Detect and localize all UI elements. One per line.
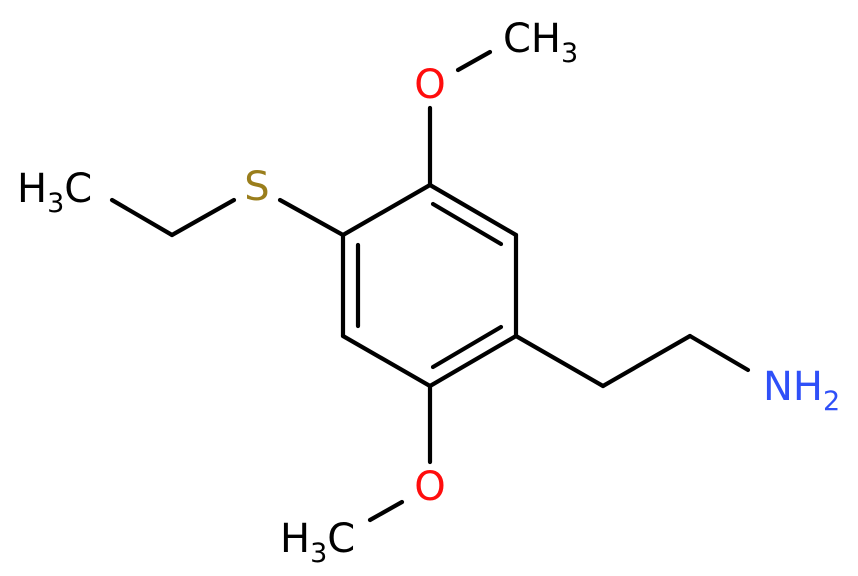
bond-o-ch3-bottom [367,499,405,523]
ring-bond-top-right-inner [430,201,504,247]
ring-bond-bottom-left [340,333,433,389]
methyl-bottom-label: H3C [280,516,355,569]
bond-ring-s [277,197,346,238]
bond-ch2-ch3 [109,197,175,238]
ring-bond-top-left [340,182,433,238]
sulfur-label: S [244,164,269,210]
bond-s-ch2 [169,197,237,238]
ethyl-methyl-label: H3C [17,166,92,219]
ethylamine-chain: NH2 [513,333,840,417]
bond-ch2-n [687,333,751,373]
oxygen-bottom-label: O [414,464,445,510]
methoxy-top: O CH3 [414,16,578,188]
ethylthio-group: S H3C [17,164,346,238]
ring-bond-bottom-right-inner [430,324,504,370]
benzene-ring [340,182,519,389]
methoxy-bottom: O H3C [280,383,446,569]
oxygen-top-label: O [414,62,445,108]
methyl-top-label: CH3 [503,16,578,69]
bond-o-ch3-top [455,49,493,73]
bond-ring-ch2 [513,333,606,389]
ring-bond-top-right [427,182,519,238]
amine-label: NH2 [763,364,840,417]
bond-ch2-ch2 [600,333,693,389]
ring-bond-bottom-right [427,333,519,389]
